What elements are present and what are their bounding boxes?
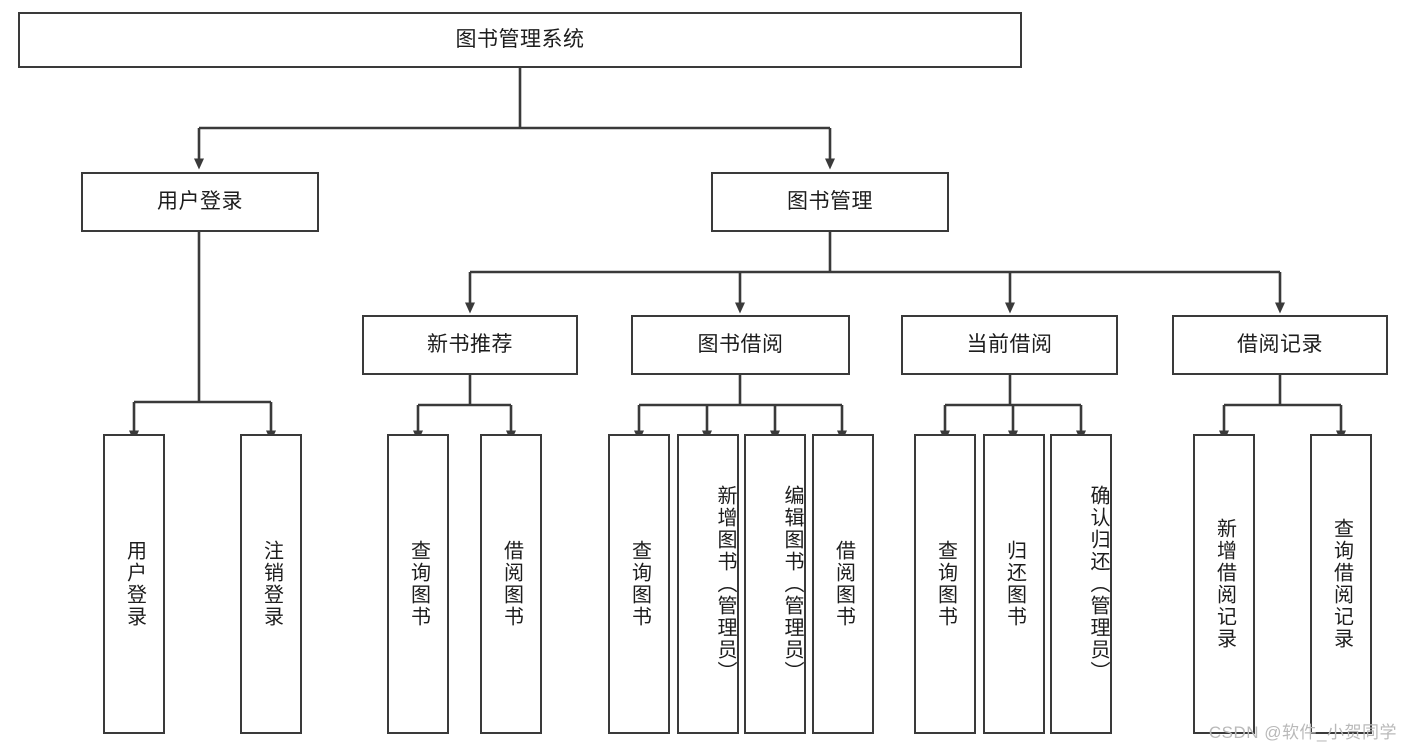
leaf-book-borrow-query-book[interactable]: 查询图书 <box>608 434 670 734</box>
leaf-user-login-login[interactable]: 用户登录 <box>103 434 165 734</box>
leaf-borrow-record-add-record[interactable]: 新增借阅记录 <box>1193 434 1255 734</box>
node-book-borrowing[interactable]: 图书借阅 <box>631 315 850 375</box>
leaf-new-book-borrow-book[interactable]: 借阅图书 <box>480 434 542 734</box>
leaf-book-borrow-edit-book-admin[interactable]: 编辑图书（管理员） <box>744 434 806 734</box>
node-book-management[interactable]: 图书管理 <box>711 172 949 232</box>
leaf-book-borrow-borrow-book[interactable]: 借阅图书 <box>812 434 874 734</box>
leaf-borrow-record-query-record[interactable]: 查询借阅记录 <box>1310 434 1372 734</box>
node-borrowing-records[interactable]: 借阅记录 <box>1172 315 1388 375</box>
leaf-current-borrow-confirm-return-admin[interactable]: 确认归还（管理员） <box>1050 434 1112 734</box>
node-current-borrowing[interactable]: 当前借阅 <box>901 315 1118 375</box>
leaf-book-borrow-add-book-admin[interactable]: 新增图书（管理员） <box>677 434 739 734</box>
leaf-user-login-logout[interactable]: 注销登录 <box>240 434 302 734</box>
node-root-library-management-system[interactable]: 图书管理系统 <box>18 12 1022 68</box>
node-new-book-recommendation[interactable]: 新书推荐 <box>362 315 578 375</box>
leaf-current-borrow-return-book[interactable]: 归还图书 <box>983 434 1045 734</box>
leaf-new-book-query-book[interactable]: 查询图书 <box>387 434 449 734</box>
node-user-login[interactable]: 用户登录 <box>81 172 319 232</box>
leaf-current-borrow-query-book[interactable]: 查询图书 <box>914 434 976 734</box>
